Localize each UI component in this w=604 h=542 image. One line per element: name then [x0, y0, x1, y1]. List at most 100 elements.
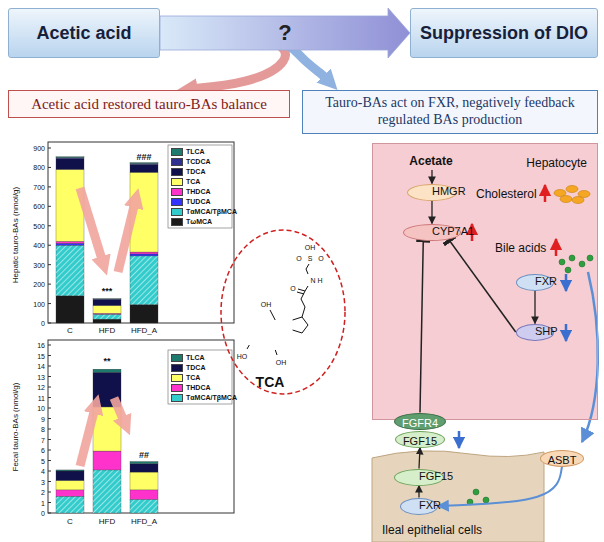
- node-text: SHP: [535, 325, 558, 338]
- bar-segment: [93, 306, 121, 314]
- legend-frame: [168, 145, 232, 228]
- metabolite-text: Acetate: [409, 154, 454, 170]
- chart-frame: [48, 340, 234, 513]
- bar-segment: [93, 314, 121, 319]
- tick: [48, 502, 51, 503]
- atom-label: OH: [261, 301, 272, 308]
- legend-text: THDCA: [186, 384, 211, 391]
- tick: [48, 418, 51, 419]
- bar-segment: [93, 470, 121, 513]
- legend-entry: TLCA: [171, 147, 205, 156]
- atom-label: O: [290, 285, 295, 292]
- node-text: FGF15: [403, 435, 437, 448]
- axis-label: 12: [37, 384, 45, 391]
- tick: [48, 513, 51, 514]
- node-text: FGF15: [419, 470, 453, 483]
- enzyme-oval: HMGR: [407, 184, 457, 201]
- bar-hatch: [56, 245, 84, 296]
- tick: [48, 323, 51, 324]
- bar-segment: [56, 159, 84, 170]
- legend-text: TDCA: [186, 364, 205, 371]
- bar-segment: [130, 305, 158, 323]
- node-text: FGFR4: [402, 417, 438, 430]
- receptor-oval: FGFR4: [394, 413, 446, 430]
- significance-mark: ***: [102, 287, 113, 296]
- hepatocyte-ground: [372, 143, 598, 420]
- axis-label: 11: [38, 394, 45, 401]
- bar-segment: [130, 464, 158, 472]
- atom-label: O: [296, 255, 301, 262]
- tick: [48, 387, 51, 388]
- node-text: FXR: [535, 275, 557, 288]
- legend-text: TCA: [186, 374, 200, 381]
- tick: [48, 460, 51, 461]
- bar-segment: [56, 471, 84, 480]
- tca-structure: [247, 264, 309, 355]
- axis-label: C: [67, 327, 73, 335]
- node-text: FXR: [419, 499, 441, 512]
- tick: [48, 225, 51, 226]
- arrow-connector: [431, 170, 432, 184]
- legend-text: TDCA: [186, 168, 205, 175]
- axis-label: 0: [41, 510, 45, 517]
- node-text: Tauro-BAs act on FXR, negatively feedbac…: [309, 95, 591, 129]
- protein-oval: SHP: [516, 324, 555, 341]
- metabolite-label: Bile acids: [495, 242, 546, 254]
- receptor-oval: FXR: [400, 498, 438, 515]
- atom-label: S: [308, 255, 313, 262]
- bar-stacks: [48, 148, 158, 513]
- bar-hatch: [130, 256, 158, 305]
- node-text: Acetate: [409, 154, 452, 168]
- bar-segment: [56, 470, 84, 471]
- bar-hatch: [93, 470, 121, 513]
- axis-label: 100: [33, 300, 45, 307]
- axis-label: 10: [37, 405, 45, 412]
- tick: [48, 492, 51, 493]
- legend-entry: THDCA: [171, 383, 211, 392]
- atom-label: N: [310, 277, 315, 284]
- legend-entry: TCA: [171, 177, 200, 186]
- node-text: Ileal epithelial cells: [382, 523, 482, 537]
- decrease-arrows: [459, 274, 566, 448]
- axis-label: 4: [41, 468, 45, 475]
- atom-label: OH: [305, 244, 316, 251]
- axis-label: 15: [37, 352, 45, 359]
- axis-label: HFD: [99, 327, 115, 335]
- axis-label: 900: [33, 145, 45, 152]
- axis-label: C: [67, 518, 73, 526]
- tick: [48, 186, 51, 187]
- cholesterol-icon: [554, 186, 590, 204]
- cell-region: HepatocyteAcetateHMGRCYP7A1FXRSHP: [372, 143, 598, 420]
- outcome-box: Suppression of DIO: [410, 8, 598, 58]
- atom-label: H: [317, 277, 322, 284]
- legend-entry: TαMCA/TβMCA: [171, 393, 237, 402]
- bar-segment: [56, 157, 84, 159]
- legend-text: TωMCA: [186, 218, 212, 225]
- main-arrow: [160, 8, 410, 58]
- legend-swatch: [171, 158, 183, 166]
- axis-label: 0: [41, 320, 45, 327]
- arrow-connector: [438, 467, 562, 507]
- axis-label: HFD_A: [131, 327, 157, 335]
- bar-segment: [130, 163, 158, 165]
- legend-swatch: [171, 148, 183, 156]
- axis-label: HFD_A: [131, 518, 157, 526]
- axis-label: 500: [33, 222, 45, 229]
- bar-segment: [93, 451, 121, 470]
- bar-segment: [56, 169, 84, 241]
- legend-entry: TCA: [171, 373, 200, 382]
- axis-label: 5: [41, 457, 45, 464]
- atom-label: OH: [276, 359, 287, 366]
- bar-hatch: [56, 496, 84, 513]
- significance-mark: ###: [136, 153, 151, 162]
- legend-entry: TCDCA: [171, 157, 211, 166]
- tick: [48, 439, 51, 440]
- legend-entry: TDCA: [171, 167, 205, 176]
- cell-region: Ileal epithelial cells FGF15FXR: [372, 452, 544, 542]
- bar-segment: [93, 298, 121, 299]
- legend-text: TαMCA/TβMCA: [186, 208, 237, 215]
- tca-ellipse: [221, 230, 345, 394]
- tick: [48, 284, 51, 285]
- legend-swatch: [171, 208, 183, 216]
